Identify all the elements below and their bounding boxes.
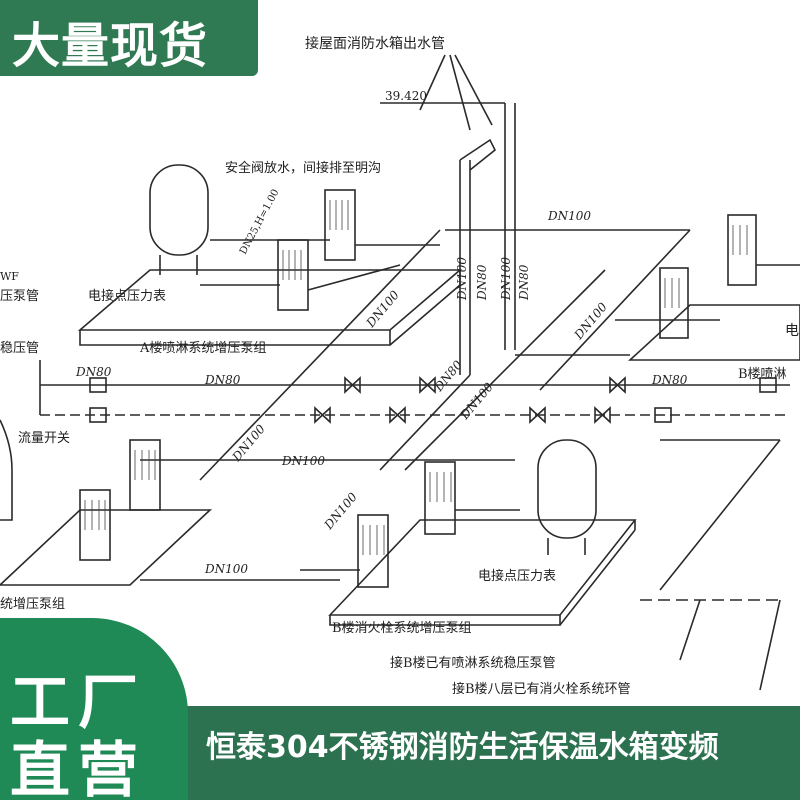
pump-l1 bbox=[129, 439, 161, 511]
pipe-a bbox=[307, 264, 401, 291]
diag-dn80 bbox=[379, 374, 471, 471]
connect-line bbox=[759, 599, 781, 691]
factory-direct-line1: 工厂 bbox=[10, 668, 146, 738]
roof-pipe-line bbox=[449, 54, 471, 131]
label-dn80: DN80 bbox=[431, 358, 465, 395]
stock-badge: 大量现货 bbox=[0, 0, 258, 76]
pump-b2 bbox=[659, 267, 689, 339]
diag-dn100 bbox=[199, 229, 441, 481]
label-dn80: DN80 bbox=[651, 373, 688, 387]
platform-b-fire-edge bbox=[329, 615, 561, 626]
platform-b-spray bbox=[627, 304, 800, 361]
label-roof-pipe: 接屋面消防水箱出水管 bbox=[305, 35, 445, 52]
label-left-wf: WF bbox=[0, 270, 19, 283]
label-dn100: DN100 bbox=[499, 257, 513, 301]
label-elevation: 39.420 bbox=[385, 89, 427, 103]
pump-a1 bbox=[324, 189, 356, 261]
label-pipe-spec: DN25,H=1.00 bbox=[238, 188, 282, 257]
pressure-tank-b bbox=[537, 439, 597, 539]
meter bbox=[89, 407, 107, 423]
label-dn100: DN100 bbox=[204, 562, 248, 576]
label-dn80: DN80 bbox=[475, 264, 489, 301]
label-dn100: DN100 bbox=[455, 257, 469, 301]
label-flow-switch: 流量开关 bbox=[18, 431, 70, 446]
label-dn80: DN80 bbox=[204, 373, 241, 387]
factory-direct-line2: 直营 bbox=[10, 736, 146, 806]
meter bbox=[89, 377, 107, 393]
label-dn80: DN80 bbox=[517, 264, 531, 301]
platform-b-fire bbox=[328, 519, 637, 616]
platform-a-edge bbox=[79, 330, 391, 346]
meter bbox=[759, 377, 777, 393]
label-left-pump-mgmt: 压泵管 bbox=[0, 289, 39, 304]
pump-b4 bbox=[357, 514, 389, 588]
label-safety-valve: 安全阀放水，间接排至明沟 bbox=[225, 160, 381, 176]
platform-b-fire-edge bbox=[559, 529, 636, 626]
factory-direct-badge: 工厂 直营 bbox=[0, 618, 188, 806]
label-group-b-fire: B楼消火栓系统增压泵组 bbox=[332, 621, 472, 636]
roof-pipe-line bbox=[454, 54, 493, 126]
valve bbox=[609, 376, 626, 394]
stock-badge-text: 大量现货 bbox=[12, 18, 209, 74]
footer-text: 恒泰304不锈钢消防生活保温水箱变频 bbox=[206, 730, 719, 765]
label-gauge-a: 电接点压力表 bbox=[88, 288, 166, 304]
pump-b3 bbox=[424, 461, 456, 535]
pump-b1 bbox=[727, 214, 757, 286]
label-gauge-b: 电接点压力表 bbox=[478, 568, 556, 584]
label-group-b-spray: B楼喷淋 bbox=[738, 367, 787, 382]
label-dn80: DN80 bbox=[75, 365, 112, 379]
pressure-tank-a bbox=[149, 164, 209, 256]
pump-a2 bbox=[277, 239, 309, 311]
meter bbox=[654, 407, 672, 423]
connect-line bbox=[679, 599, 701, 661]
label-left-group: 统增压泵组 bbox=[0, 597, 65, 612]
label-dn100: DN100 bbox=[547, 209, 591, 223]
label-connect-2: 接B楼八层已有消火栓系统环管 bbox=[452, 681, 631, 697]
valve bbox=[594, 406, 611, 424]
connect-line bbox=[659, 439, 781, 591]
riser-elbow bbox=[459, 138, 497, 171]
roof-pipe-line bbox=[419, 54, 446, 111]
label-left-stable-mgmt: 稳压管 bbox=[0, 340, 39, 356]
diag-dn100 bbox=[404, 269, 606, 471]
platform-a-edge bbox=[389, 284, 461, 346]
label-dn100: DN100 bbox=[457, 380, 496, 423]
label-dn100: DN100 bbox=[321, 490, 360, 533]
valve bbox=[419, 376, 436, 394]
label-right-fragment: 电 bbox=[785, 323, 799, 339]
valve bbox=[344, 376, 361, 394]
platform-left bbox=[0, 509, 213, 586]
label-group-a: A楼喷淋系统增压泵组 bbox=[139, 341, 266, 356]
valve bbox=[314, 406, 331, 424]
label-connect-1: 接B楼已有喷淋系统稳压泵管 bbox=[390, 655, 556, 671]
label-dn100: DN100 bbox=[281, 454, 325, 468]
valve bbox=[529, 406, 546, 424]
tank-left bbox=[0, 419, 13, 521]
pump-l2 bbox=[79, 489, 111, 561]
diag-dn100 bbox=[539, 229, 691, 391]
valve bbox=[389, 406, 406, 424]
